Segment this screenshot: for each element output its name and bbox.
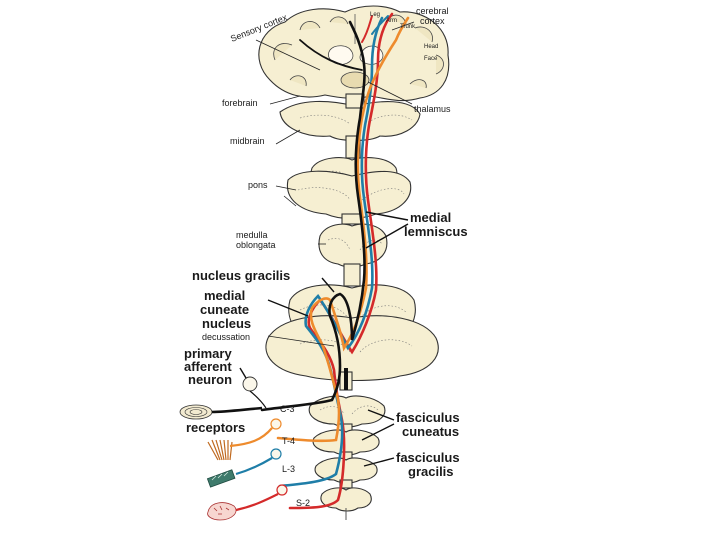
label-t4: T-4 — [282, 436, 295, 446]
label-fasciculus-cuneatus-line2: cuneatus — [402, 424, 459, 439]
label-medulla-line1: medulla — [236, 230, 268, 240]
cord-link-4 — [339, 479, 353, 489]
label-medial-cuneate-line1: medial — [204, 288, 245, 303]
spinal-segment-s2 — [320, 487, 372, 520]
label-cerebral-cortex-line1: cerebral — [416, 6, 449, 16]
neuron-t4-icon — [270, 418, 282, 430]
label-cerebral-cortex-line2: cortex — [420, 16, 445, 26]
label-medulla-line2: oblongata — [236, 240, 276, 250]
neuron-s2-icon — [276, 484, 288, 496]
label-medial-lemniscus-line1: medial — [410, 210, 451, 225]
label-midbrain: midbrain — [230, 136, 265, 146]
label-primary-afferent-line1: primary — [184, 346, 232, 361]
label-medial-lemniscus-line2: lemniscus — [404, 224, 468, 239]
region-head: Head — [424, 44, 438, 50]
label-nucleus-gracilis: nucleus gracilis — [192, 268, 290, 283]
label-decussation: decussation — [202, 332, 250, 342]
label-fasciculus-gracilis-line2: gracilis — [408, 464, 454, 479]
homunculus-regions: Leg Arm Trunk Head Face — [370, 12, 438, 62]
receptors-group — [179, 404, 279, 521]
label-thalamus: thalamus — [414, 104, 451, 114]
muscle-spindle-icon — [206, 457, 273, 488]
neuron-c3-icon — [242, 376, 258, 392]
label-pons: pons — [248, 180, 268, 190]
label-s2: S-2 — [296, 498, 310, 508]
brainstem-neck-3 — [343, 263, 361, 287]
label-receptors: receptors — [186, 420, 245, 435]
spinal-segment-c3 — [308, 395, 386, 428]
label-primary-afferent-line2: afferent — [184, 359, 232, 374]
spinal-segment-t4 — [312, 429, 380, 456]
label-forebrain: forebrain — [222, 98, 258, 108]
region-trunk: Trunk — [400, 24, 416, 30]
midbrain-section — [279, 93, 421, 142]
free-nerve-ending-icon — [207, 493, 279, 521]
label-fasciculus-cuneatus-line1: fasciculus — [396, 410, 460, 425]
region-leg: Leg — [370, 12, 380, 18]
ruffini-ending-icon — [207, 427, 273, 461]
region-face: Face — [424, 56, 438, 62]
brainstem-neck-2 — [341, 213, 363, 225]
pacinian-corpuscle-icon — [179, 404, 263, 420]
label-l3: L-3 — [282, 464, 295, 474]
leader-lines — [239, 21, 415, 467]
afferent-neurons — [242, 376, 288, 496]
neuron-l3-icon — [270, 448, 282, 460]
label-fasciculus-gracilis-line1: fasciculus — [396, 450, 460, 465]
label-medial-cuneate-line2: cuneate — [200, 302, 249, 317]
label-c3: C-3 — [280, 404, 295, 414]
label-primary-afferent-line3: neuron — [188, 372, 232, 387]
spinal-cord-cervical-large — [265, 315, 439, 382]
label-medial-cuneate-line3: nucleus — [202, 316, 251, 331]
region-arm: Arm — [386, 18, 397, 24]
pathway-fibers — [260, 12, 410, 510]
pons-section — [283, 170, 412, 220]
